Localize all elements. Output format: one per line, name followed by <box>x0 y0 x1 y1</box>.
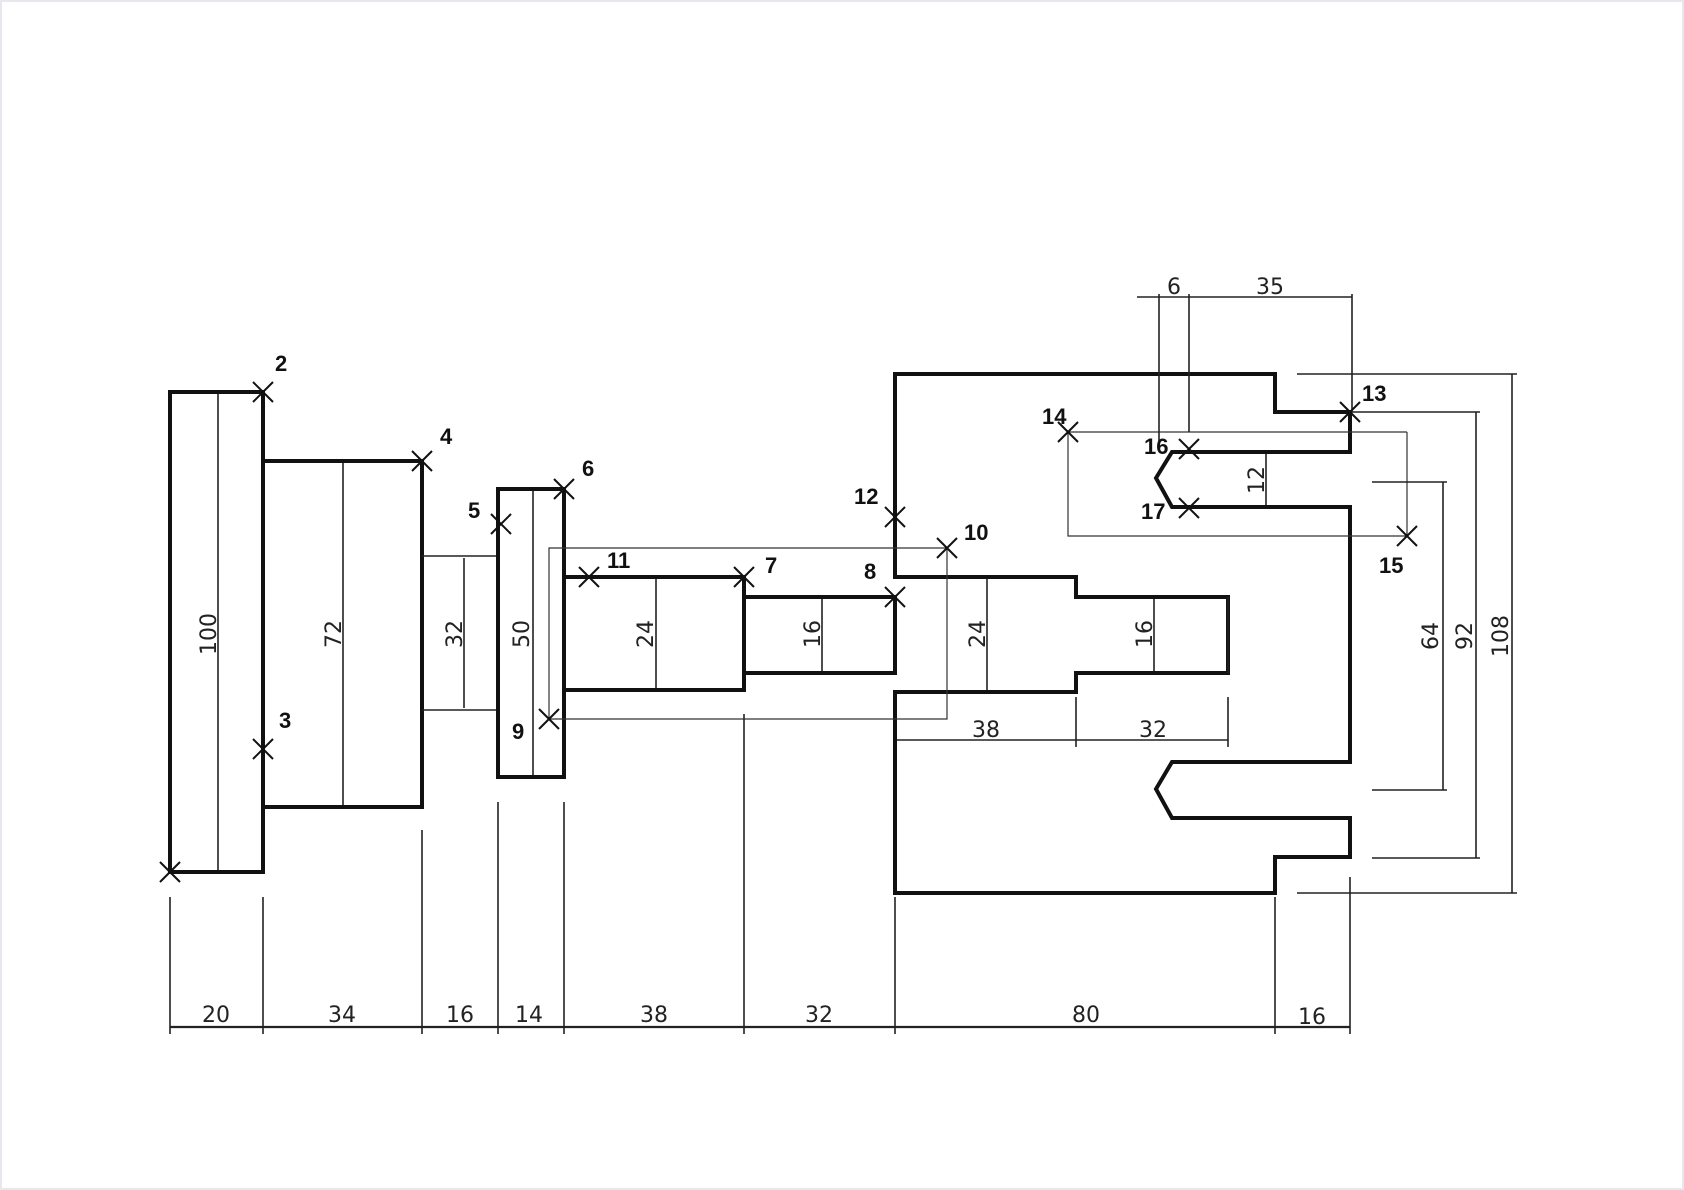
top-dimensions <box>1137 294 1353 442</box>
dim-d32: 32 <box>443 620 468 648</box>
dim-d12: 12 <box>1245 466 1270 494</box>
shaft-collar-d50 <box>496 487 566 779</box>
dim-d64: 64 <box>1419 622 1444 650</box>
dim-bore-32: 32 <box>1139 718 1167 743</box>
housing-outline <box>893 372 1352 895</box>
point-5-cross <box>490 513 512 535</box>
shaft-segment-d32 <box>422 555 498 711</box>
dim-bottom-32: 32 <box>805 1003 833 1028</box>
dim-d100: 100 <box>197 613 222 655</box>
horizontal-dimension-labels: 6 35 38 32 <box>972 275 1284 743</box>
point-label-10: 10 <box>964 520 988 545</box>
point-label-15: 15 <box>1379 553 1403 578</box>
bore-length-dimensions <box>897 697 1229 747</box>
dim-d108: 108 <box>1489 615 1514 657</box>
point-9-cross <box>538 708 560 730</box>
dim-bore-38: 38 <box>972 718 1000 743</box>
point-6-cross <box>553 478 575 500</box>
point-label-11: 11 <box>607 548 630 573</box>
right-vertical-dimensions <box>1297 373 1517 894</box>
bottom-dimension-chain <box>169 714 1351 1034</box>
dim-bottom-16a: 16 <box>446 1003 474 1028</box>
dim-bottom-80: 80 <box>1072 1003 1100 1028</box>
shaft-segment-d16 <box>744 595 897 675</box>
point-label-3: 3 <box>279 708 291 733</box>
line-14-15 <box>1067 431 1408 537</box>
point-1-cross <box>159 861 181 883</box>
dim-bottom-34: 34 <box>328 1003 356 1028</box>
point-label-14: 14 <box>1042 404 1067 429</box>
dim-top-6: 6 <box>1167 275 1181 300</box>
shaft-segment-d100 <box>168 390 265 874</box>
dim-d24-shaft: 24 <box>634 620 659 648</box>
point-markers <box>159 381 1418 883</box>
dim-bottom-20: 20 <box>202 1003 230 1028</box>
point-10-cross <box>936 537 958 559</box>
point-14-cross <box>1057 421 1079 443</box>
point-label-4: 4 <box>440 424 453 449</box>
dim-d72: 72 <box>322 620 347 648</box>
point-13-cross <box>1339 401 1361 423</box>
point-4-cross <box>411 450 433 472</box>
point-12-cross <box>884 506 906 528</box>
dim-bottom-38: 38 <box>640 1003 668 1028</box>
diameter-dimension-lines <box>217 394 1267 870</box>
dim-d16-bore: 16 <box>1133 620 1158 648</box>
point-11-cross <box>578 566 600 588</box>
point-16-cross <box>1178 438 1200 460</box>
point-15-cross <box>1396 525 1418 547</box>
shaft-segment-d24 <box>564 575 746 692</box>
point-label-17: 17 <box>1141 499 1165 524</box>
dim-bottom-14: 14 <box>515 1003 543 1028</box>
housing-part <box>893 372 1352 895</box>
bottom-dimension-labels: 20 34 16 14 38 32 80 16 <box>202 1003 1326 1030</box>
point-label-2: 2 <box>275 351 287 376</box>
point-label-6: 6 <box>582 456 594 481</box>
point-2-cross <box>252 381 274 403</box>
point-label-5: 5 <box>468 498 480 523</box>
point-8-cross <box>884 586 906 608</box>
dim-d24-bore: 24 <box>966 620 991 648</box>
point-label-12: 12 <box>854 484 878 509</box>
point-label-16: 16 <box>1144 434 1168 459</box>
point-labels: 2 3 4 5 6 7 8 9 10 11 12 13 14 15 16 17 <box>275 351 1403 744</box>
point-label-9: 9 <box>512 719 524 744</box>
point-3-cross <box>252 738 274 760</box>
point-label-7: 7 <box>765 553 777 578</box>
dim-d92: 92 <box>1453 622 1478 650</box>
shaft-segment-d72 <box>263 459 424 809</box>
dim-top-35: 35 <box>1256 275 1284 300</box>
point-7-cross <box>733 566 755 588</box>
point-label-13: 13 <box>1362 381 1386 406</box>
point-17-cross <box>1178 497 1200 519</box>
shaft-part <box>168 390 897 874</box>
dim-d16-shaft: 16 <box>801 620 826 648</box>
vertical-dimension-labels: 100 72 32 50 24 16 24 16 12 64 92 108 <box>197 466 1514 657</box>
dim-d50: 50 <box>510 620 535 648</box>
point-label-8: 8 <box>864 559 876 584</box>
dim-bottom-16b: 16 <box>1298 1005 1326 1030</box>
